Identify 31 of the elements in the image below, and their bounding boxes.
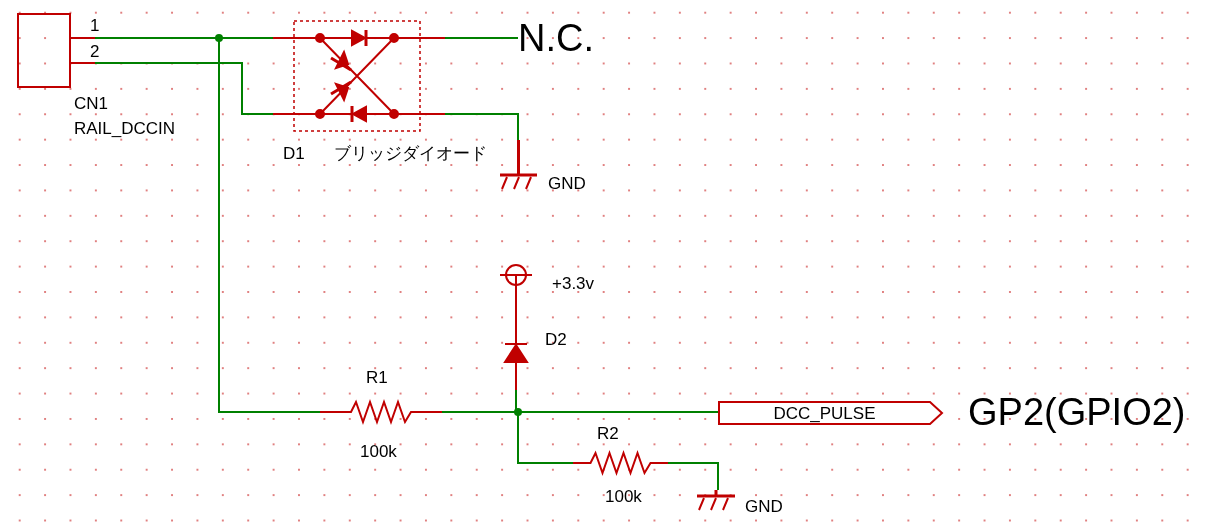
value-label: 100k xyxy=(360,441,397,462)
ground-symbol xyxy=(697,490,735,511)
wire xyxy=(515,299,517,341)
diode-symbol xyxy=(505,340,527,390)
net-label: GND xyxy=(745,496,783,517)
bridge-rectifier-symbol xyxy=(273,20,445,132)
wire xyxy=(444,37,519,39)
value-label: RAIL_DCCIN xyxy=(74,118,176,139)
net-label: GP2(GPIO2) xyxy=(968,391,1186,433)
power-symbol xyxy=(500,265,532,300)
port-label: DCC_PULSE xyxy=(718,401,943,425)
pin-number: 1 xyxy=(90,15,100,36)
resistor-symbol xyxy=(573,451,668,475)
ground-symbol xyxy=(500,140,537,190)
value-label: 100k xyxy=(605,486,642,507)
net-label: N.C. xyxy=(518,17,608,61)
reference-label: R1 xyxy=(366,367,388,388)
wire xyxy=(667,462,719,491)
wire xyxy=(94,37,321,413)
net-label: +3.3v xyxy=(552,273,595,294)
net-label: GND xyxy=(548,173,586,194)
reference-label: R2 xyxy=(597,423,619,444)
wire xyxy=(444,113,519,141)
net-label: D2 xyxy=(545,329,567,350)
wire xyxy=(94,62,274,115)
reference-label: CN1 xyxy=(74,93,108,114)
resistor-symbol xyxy=(320,400,442,424)
wire xyxy=(441,411,574,464)
value-label: ブリッジダイオード xyxy=(334,143,487,164)
pin-number: 2 xyxy=(90,41,100,62)
reference-label: D1 xyxy=(283,143,305,164)
